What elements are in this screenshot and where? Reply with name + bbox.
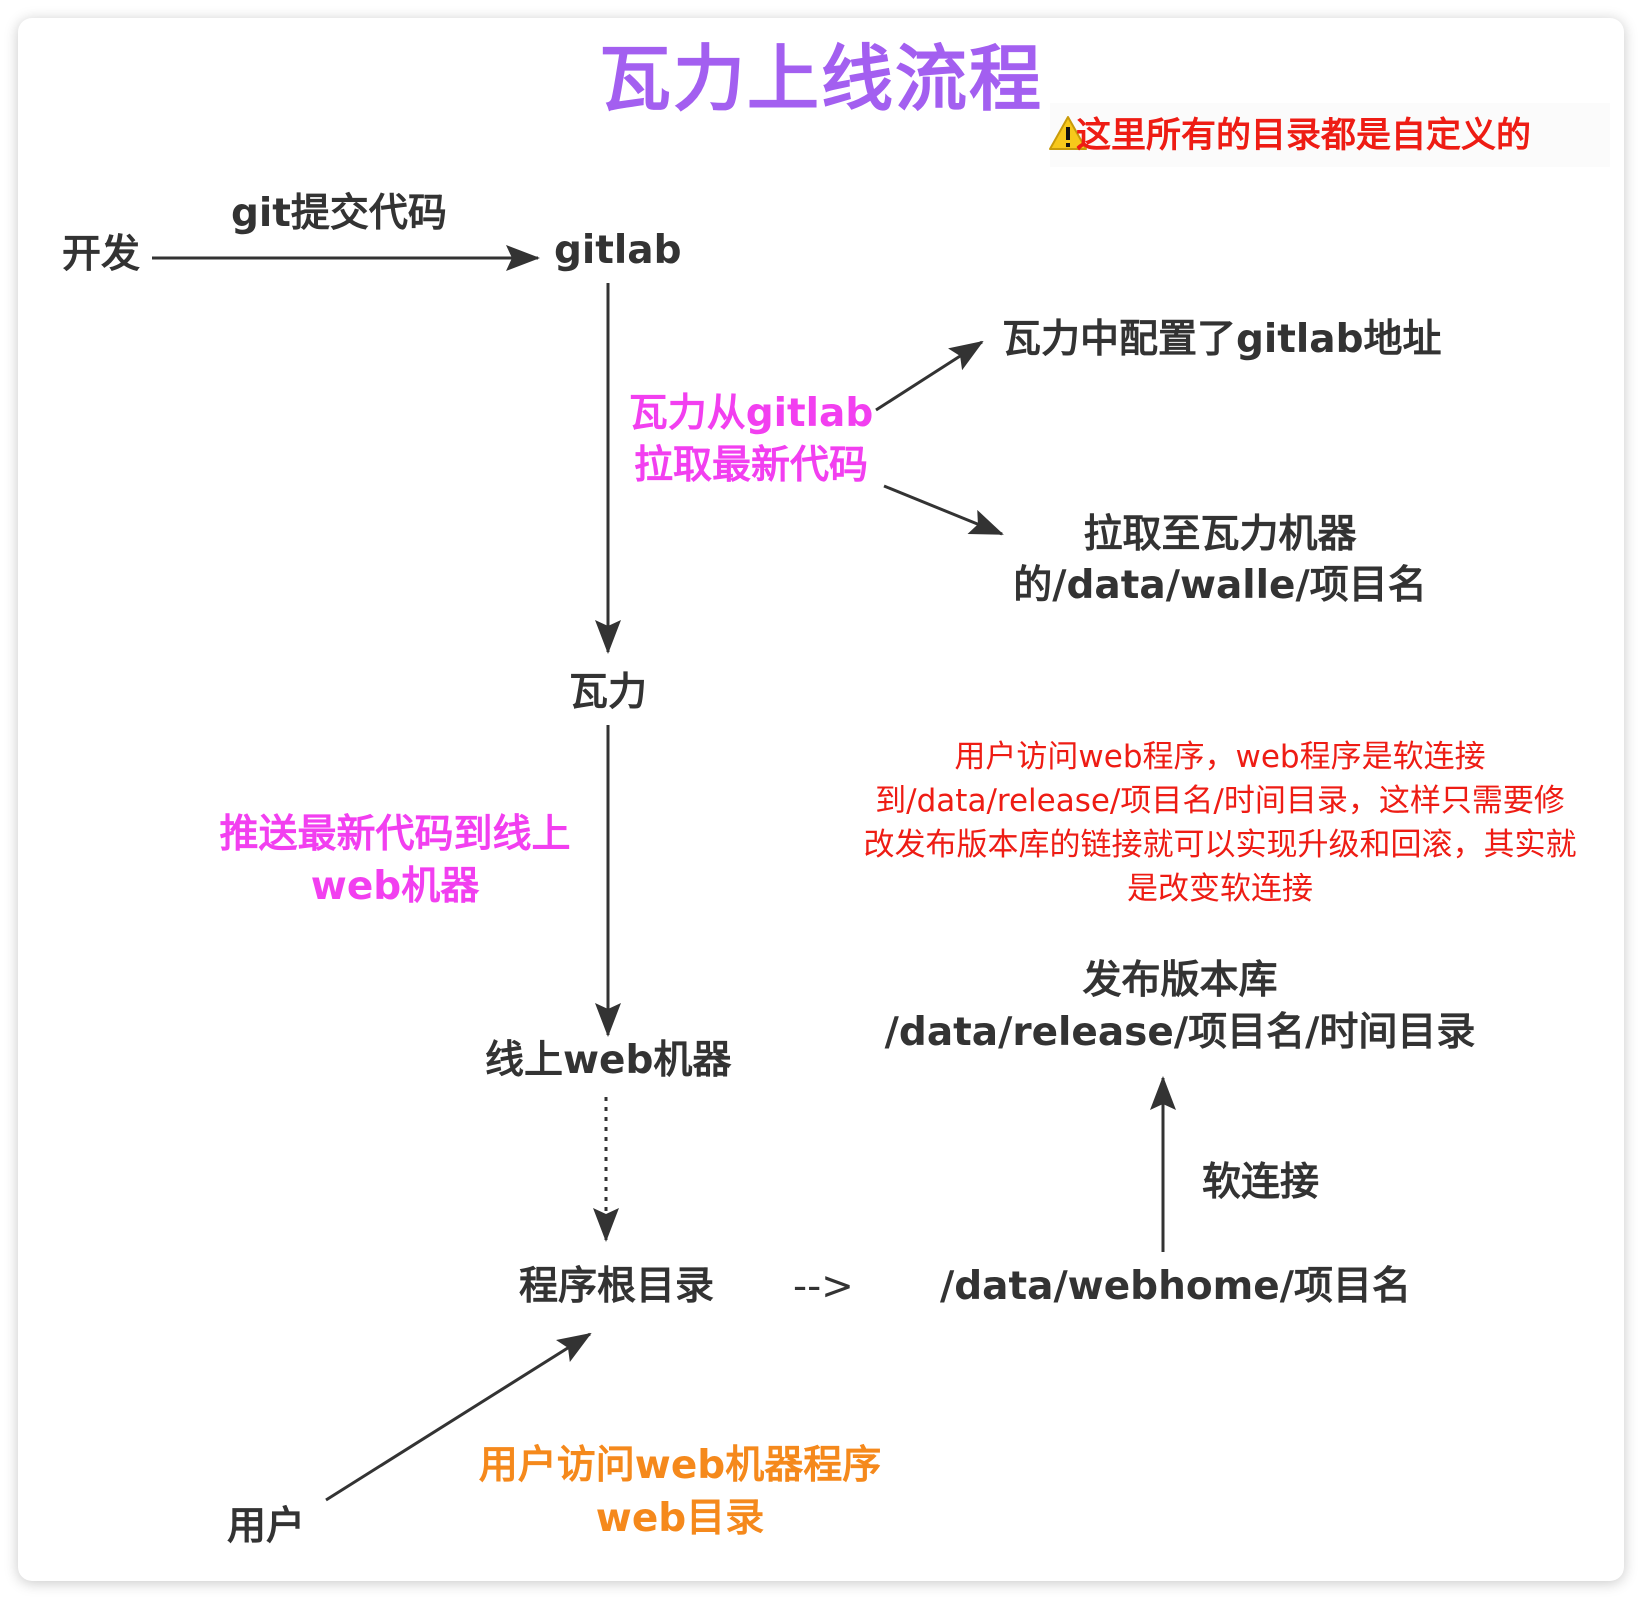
diagram-card bbox=[18, 18, 1624, 1581]
node-pull-walle-line1: 拉取至瓦力机器 bbox=[1083, 512, 1357, 557]
arrow-to-pull-walle bbox=[883, 484, 1004, 536]
label-git-commit: git提交代码 bbox=[231, 191, 447, 236]
notice-box: 这里所有的目录都是自定义的 bbox=[1049, 103, 1610, 167]
node-web-machine: 线上web机器 bbox=[485, 1038, 732, 1083]
label-user-access-line2: web目录 bbox=[595, 1496, 765, 1541]
diagram-title: 瓦力上线流程 bbox=[598, 37, 1043, 121]
warning-icon bbox=[1049, 116, 1087, 150]
arrow-to-config-gitlab bbox=[875, 340, 984, 412]
label-softlink: 软连接 bbox=[1202, 1160, 1320, 1205]
node-pull-walle-line2: 的/data/walle/项目名 bbox=[1013, 563, 1427, 608]
node-dev: 开发 bbox=[62, 232, 141, 277]
label-push-line1: 推送最新代码到线上 bbox=[219, 812, 571, 857]
label-push-line2: web机器 bbox=[310, 864, 480, 909]
notice-text: 这里所有的目录都是自定义的 bbox=[1076, 116, 1532, 156]
node-app-root: 程序根目录 bbox=[519, 1264, 715, 1309]
node-gitlab: gitlab bbox=[554, 228, 682, 273]
node-release-line2: /data/release/项目名/时间目录 bbox=[884, 1010, 1476, 1055]
red-note: 用户访问web程序，web程序是软连接到/data/release/项目名/时间… bbox=[863, 739, 1577, 907]
node-config-gitlab: 瓦力中配置了gitlab地址 bbox=[1002, 317, 1442, 362]
label-user-access-line1: 用户访问web机器程序 bbox=[478, 1443, 882, 1488]
arrow-user-to-root bbox=[325, 1332, 592, 1502]
node-user: 用户 bbox=[227, 1504, 306, 1549]
label-walle-pull-line2: 拉取最新代码 bbox=[633, 443, 868, 488]
label-walle-pull-line1: 瓦力从gitlab bbox=[628, 391, 874, 436]
node-walle: 瓦力 bbox=[569, 670, 648, 715]
node-webhome: /data/webhome/项目名 bbox=[940, 1264, 1411, 1309]
node-release-line1: 发布版本库 bbox=[1082, 958, 1278, 1003]
label-dashed-arrow: --> bbox=[793, 1264, 854, 1309]
